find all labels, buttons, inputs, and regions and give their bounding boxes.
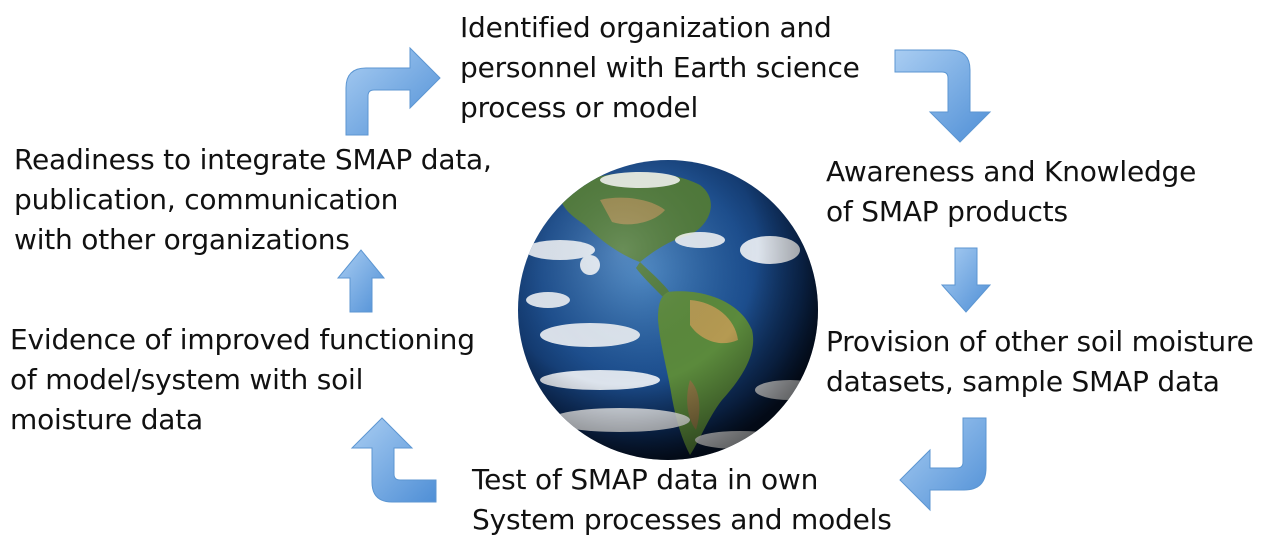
step-evidence-improved-functioning: Evidence of improved functioning of mode… bbox=[10, 323, 475, 436]
cycle-arrow-down-left-icon bbox=[899, 417, 987, 512]
cycle-arrow-up-icon bbox=[336, 249, 386, 313]
step-test-smap-data: Test of SMAP data in own System processe… bbox=[472, 463, 892, 536]
step-awareness-knowledge: Awareness and Knowledge of SMAP products bbox=[826, 155, 1197, 228]
cycle-arrow-left-up-icon bbox=[350, 417, 437, 503]
cycle-arrow-up-right-icon bbox=[345, 46, 441, 136]
cycle-arrow-down-icon bbox=[940, 247, 992, 313]
step-identified-organization: Identified organization and personnel wi… bbox=[460, 11, 860, 124]
cycle-arrow-right-down-icon bbox=[894, 49, 992, 143]
step-provision-datasets: Provision of other soil moisture dataset… bbox=[826, 325, 1254, 398]
earth-globe-icon bbox=[518, 160, 818, 460]
step-readiness-integrate: Readiness to integrate SMAP data, public… bbox=[14, 143, 492, 256]
